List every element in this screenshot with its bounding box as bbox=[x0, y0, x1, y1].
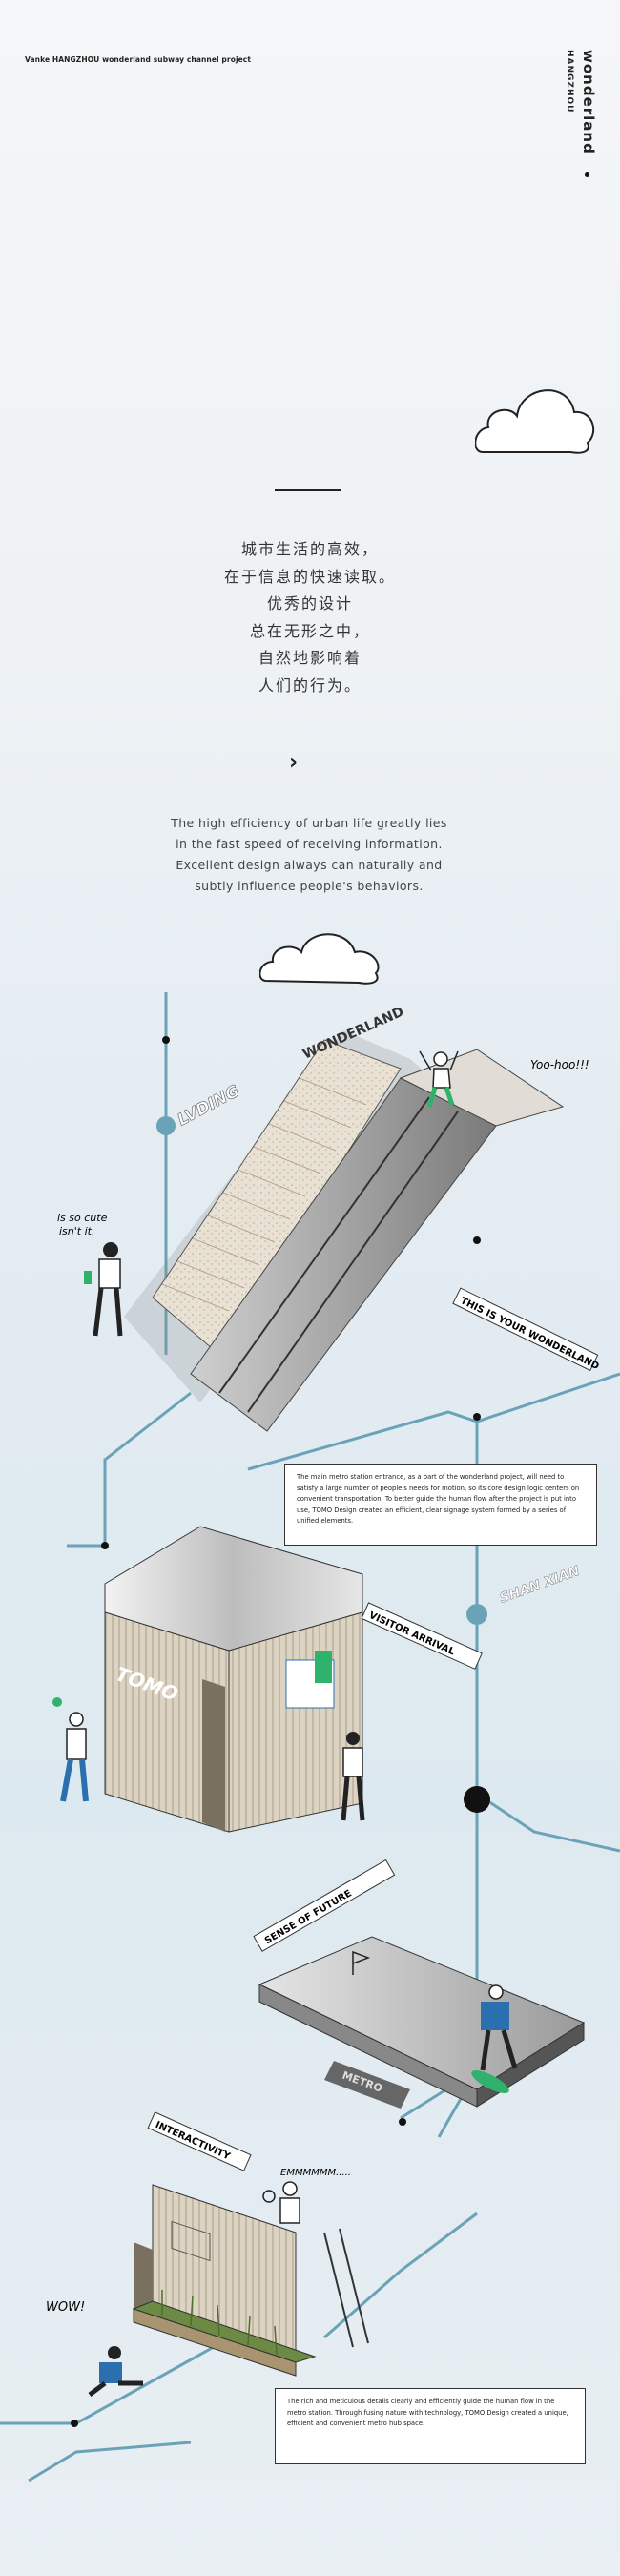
person-ladder bbox=[262, 2181, 300, 2224]
svg-text:SENSE OF FUTURE: SENSE OF FUTURE bbox=[263, 1888, 354, 1946]
intro-line: 优秀的设计 bbox=[266, 594, 353, 613]
cloud-icon bbox=[475, 389, 595, 454]
intro-en-line: Excellent design always can naturally an… bbox=[176, 858, 443, 872]
person-waving bbox=[419, 1050, 459, 1108]
station-dot bbox=[466, 1604, 487, 1625]
station-label: LVDING bbox=[175, 1082, 242, 1131]
intro-line: 自然地影响着 bbox=[258, 649, 362, 667]
chevron-right-icon: › bbox=[289, 751, 299, 775]
brand-city: HANGZHOU bbox=[565, 50, 574, 114]
person-sitting bbox=[88, 2346, 143, 2397]
svg-text:VISITOR ARRIVAL: VISITOR ARRIVAL bbox=[367, 1610, 457, 1658]
english-intro: The high efficiency of urban life greatl… bbox=[124, 813, 494, 897]
speech-text: EMMMMMM..... bbox=[280, 2168, 351, 2178]
banner-interactivity: INTERACTIVITY bbox=[147, 2111, 252, 2171]
station-dot bbox=[162, 1036, 170, 1044]
intro-line: 在于信息的快速读取。 bbox=[223, 567, 396, 586]
interactive-wall bbox=[132, 2184, 369, 2377]
tomo-kiosk: TOMO bbox=[104, 1526, 363, 1833]
station-dot bbox=[71, 2420, 78, 2427]
intro-line: 人们的行为。 bbox=[258, 675, 362, 695]
station-dot bbox=[473, 1413, 481, 1421]
person-phone bbox=[52, 1697, 89, 1802]
cloud-icon bbox=[259, 933, 380, 985]
speech-text: WOW! bbox=[46, 2300, 85, 2315]
metro-table: METRO bbox=[258, 1936, 586, 2109]
intro-en-line: in the fast speed of receiving informati… bbox=[176, 837, 443, 851]
brand-dot bbox=[585, 172, 589, 177]
speech-text: is so cute bbox=[57, 1212, 108, 1224]
station-dot bbox=[156, 1116, 176, 1135]
station-label: SHAN XIAN bbox=[498, 1564, 582, 1607]
intro-en-line: subtly influence people's behaviors. bbox=[195, 879, 424, 893]
description-box: The rich and meticulous details clearly … bbox=[275, 2388, 586, 2464]
brand-name: wonderland bbox=[580, 50, 597, 155]
project-title: Vanke HANGZHOU wonderland subway channel… bbox=[25, 55, 252, 64]
escalator-stairs: WONDERLAND bbox=[124, 1005, 565, 1432]
divider bbox=[275, 489, 341, 491]
person-standing bbox=[84, 1242, 123, 1337]
svg-text:THIS IS YOUR WONDERLAND: THIS IS YOUR WONDERLAND bbox=[459, 1296, 601, 1372]
speech-text: Yoo-hoo!!! bbox=[530, 1058, 589, 1071]
description-box: The main metro station entrance, as a pa… bbox=[284, 1464, 597, 1546]
intro-line: 总在无形之中， bbox=[249, 621, 370, 640]
station-dot bbox=[473, 1236, 481, 1244]
metro-illustration: WONDERLAND LVDING SHAN XIAN THIS IS YOUR… bbox=[0, 992, 620, 2483]
brand-mark: wonderland HANGZHOU bbox=[565, 50, 609, 202]
intro-line: 城市生活的高效， bbox=[240, 540, 379, 558]
banner-visitor-arrival: VISITOR ARRIVAL bbox=[361, 1602, 483, 1670]
speech-text: isn't it. bbox=[59, 1225, 94, 1237]
person-poster bbox=[341, 1732, 365, 1821]
chinese-intro: 城市生活的高效， 在于信息的快速读取。 优秀的设计 总在无形之中， 自然地影响着… bbox=[181, 536, 439, 699]
station-dot bbox=[464, 1786, 490, 1813]
person-skateboard bbox=[471, 1984, 518, 2094]
station-dot bbox=[101, 1542, 109, 1549]
banner-your-wonderland: THIS IS YOUR WONDERLAND bbox=[452, 1287, 601, 1372]
station-dot bbox=[399, 2118, 406, 2126]
intro-en-line: The high efficiency of urban life greatl… bbox=[171, 816, 447, 830]
